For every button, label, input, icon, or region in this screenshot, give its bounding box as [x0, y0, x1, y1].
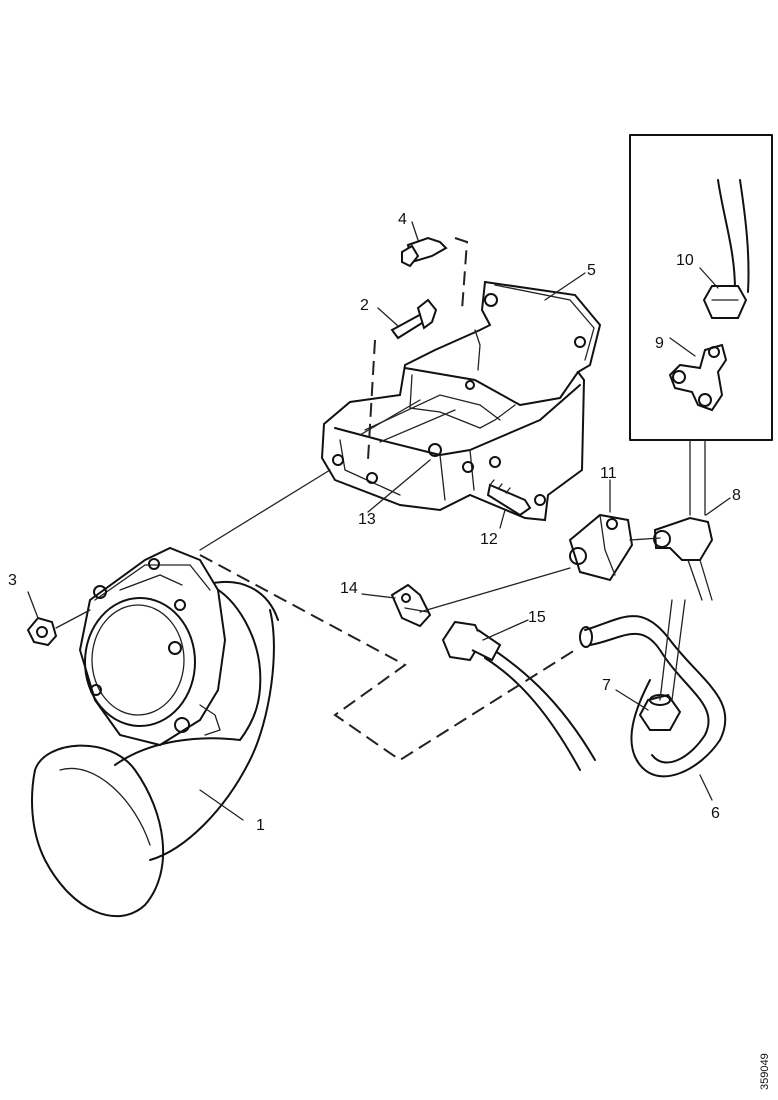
drawing-number: 359049 — [759, 1053, 771, 1090]
callout-3: 3 — [8, 572, 17, 589]
pipes — [199, 469, 727, 778]
callout-13: 13 — [358, 511, 376, 528]
callout-6: 6 — [711, 805, 720, 822]
callout-7: 7 — [602, 677, 611, 694]
callout-9: 9 — [655, 335, 664, 352]
screw-12 — [486, 479, 532, 517]
callout-15: 15 — [528, 609, 546, 626]
callout-10: 10 — [676, 252, 694, 269]
mounting-bracket — [320, 280, 602, 522]
callout-12: 12 — [480, 531, 498, 548]
bolt-4 — [401, 236, 469, 311]
callout-1: 1 — [256, 817, 265, 834]
callout-5: 5 — [587, 262, 596, 279]
leader-lines — [27, 221, 731, 821]
bolt-2 — [367, 298, 438, 461]
callout-labels: 1 2 3 4 5 6 7 8 9 10 11 12 13 14 15 — [8, 211, 741, 834]
callout-14: 14 — [340, 580, 358, 597]
callout-11: 11 — [600, 465, 617, 482]
callout-2: 2 — [360, 297, 369, 314]
air-horn — [31, 546, 279, 918]
detail-inset — [629, 134, 773, 516]
callout-8: 8 — [732, 487, 741, 504]
callout-4: 4 — [398, 211, 407, 228]
